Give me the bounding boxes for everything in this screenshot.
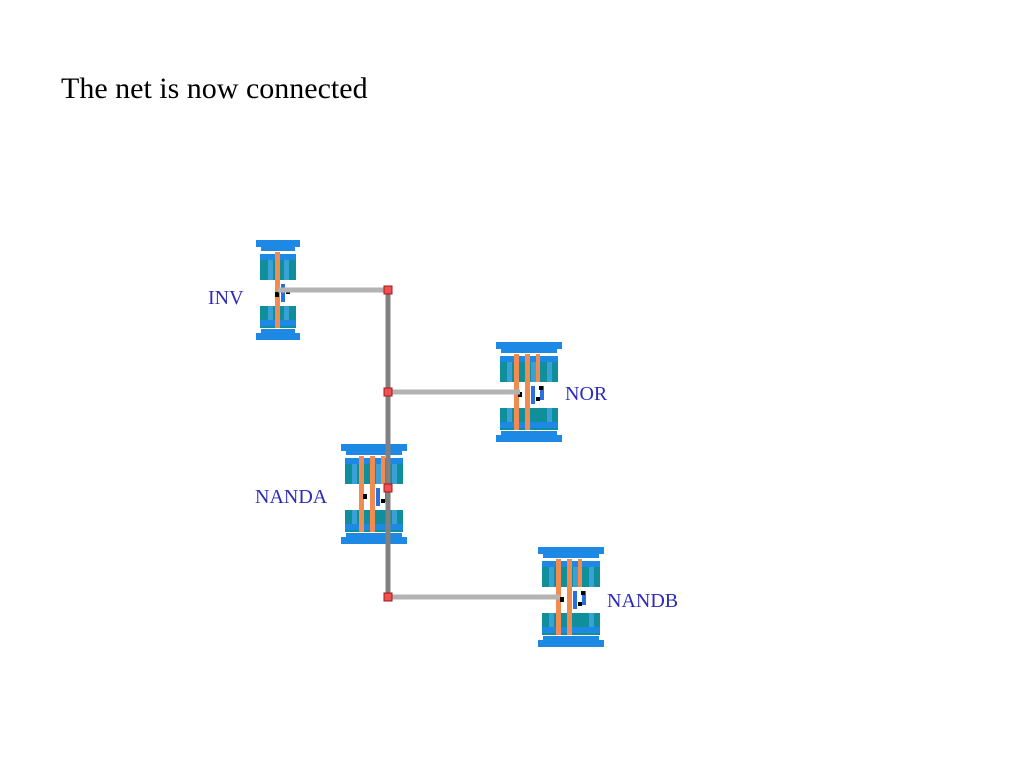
cell-label-nor: NOR (565, 383, 608, 405)
cell-label-nanda: NANDA (255, 486, 328, 508)
cell-nanda[interactable] (341, 444, 407, 544)
cell-label-inv: INV (208, 287, 244, 309)
net-node[interactable] (383, 285, 393, 295)
net-node[interactable] (383, 592, 393, 602)
net-node[interactable] (383, 387, 393, 397)
cell-label-nandb: NANDB (607, 590, 678, 612)
slide-title: The net is now connected (61, 72, 368, 105)
net-node[interactable] (383, 483, 393, 493)
